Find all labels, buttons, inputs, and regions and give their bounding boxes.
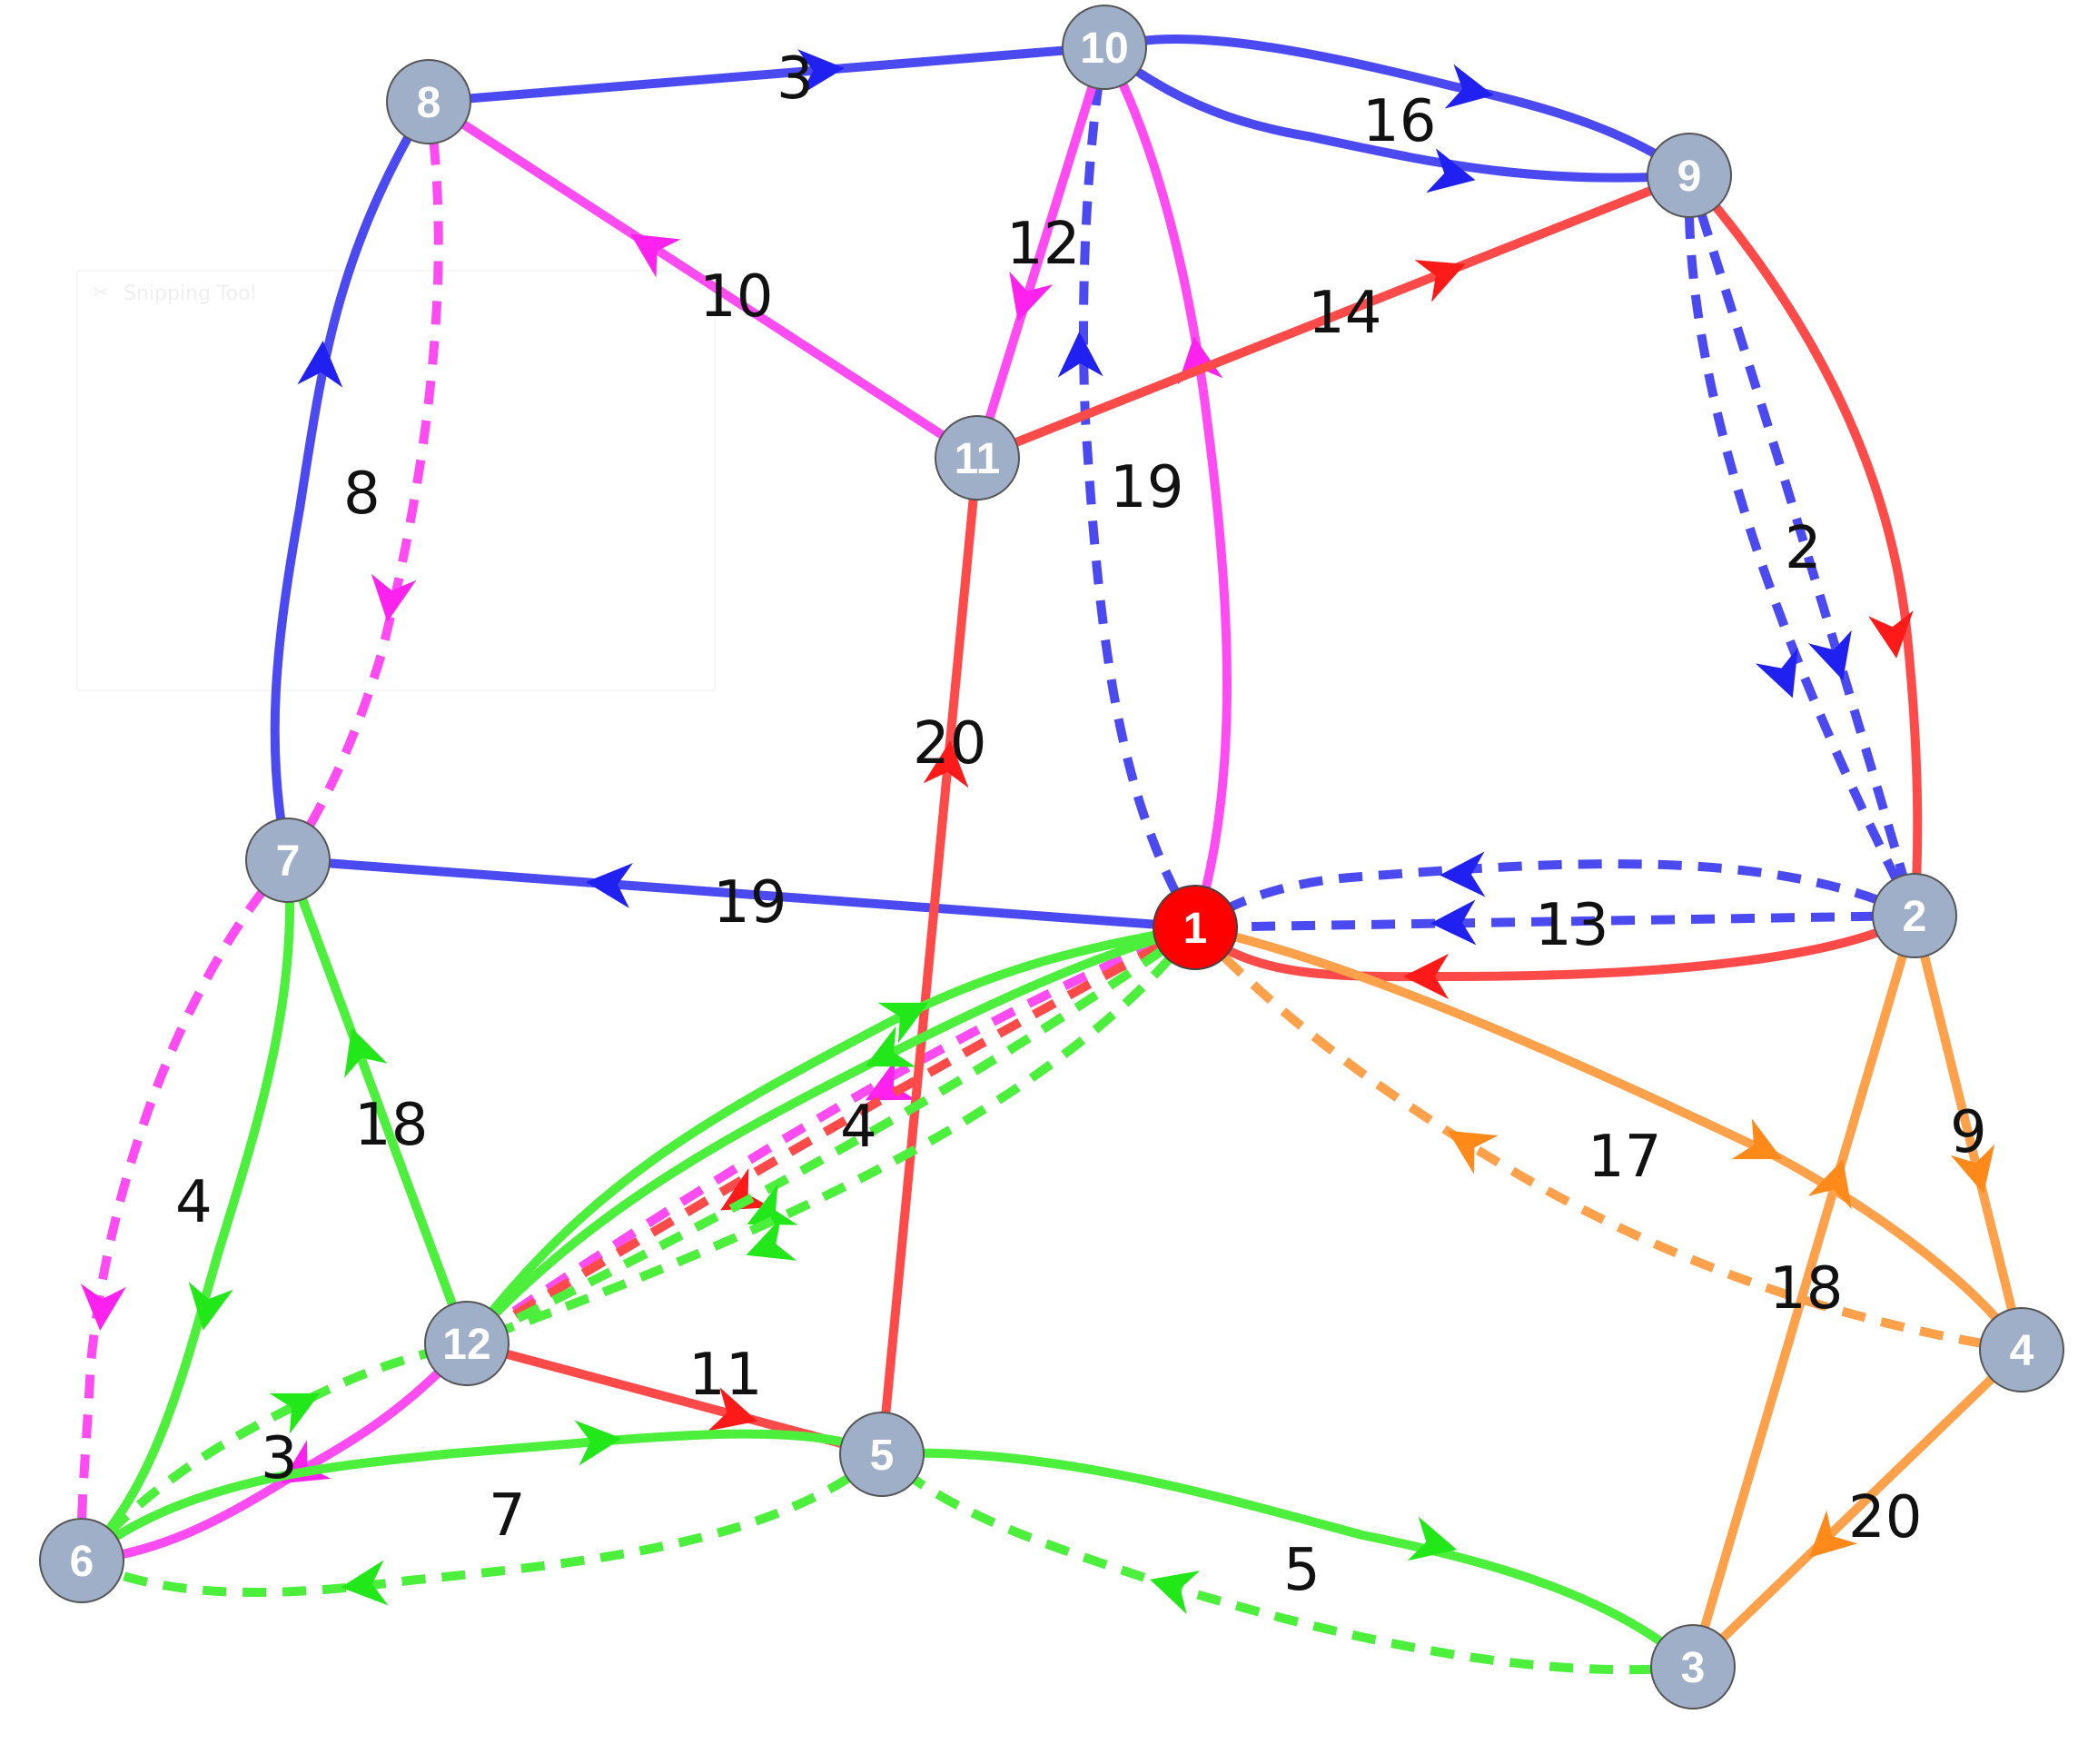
edge-label: 3 xyxy=(261,1425,298,1492)
edge-2-4 xyxy=(1910,914,2026,1352)
edge-label: 13 xyxy=(1535,892,1608,959)
edge-8-7-dashed xyxy=(283,101,443,863)
edge-label: 3 xyxy=(777,45,814,113)
edge-1-12-dashed-red xyxy=(464,923,1198,1348)
edge-label: 7 xyxy=(489,1482,526,1550)
edge-4-1-dashed xyxy=(1192,924,2023,1354)
node-12[interactable]: 12 xyxy=(424,1301,510,1386)
node-11-label: 11 xyxy=(955,435,1001,483)
edge-12-7 xyxy=(283,858,471,1345)
edge-label: 11 xyxy=(688,1342,762,1409)
node-1-label: 1 xyxy=(1183,905,1208,953)
node-4[interactable]: 4 xyxy=(1979,1307,2064,1392)
node-1[interactable]: 1 xyxy=(1153,885,1238,970)
edge-5-6-dashed xyxy=(79,1451,886,1597)
edge-9-2-dashed-a xyxy=(1684,174,1919,918)
edge-label: 14 xyxy=(1308,280,1381,347)
node-7-label: 7 xyxy=(276,837,301,886)
edge-label: 18 xyxy=(354,1092,428,1159)
edge-5-3 xyxy=(881,1448,1697,1670)
node-9[interactable]: 9 xyxy=(1647,133,1732,218)
edge-10-9-upper xyxy=(1103,35,1692,180)
edge-10-11 xyxy=(973,45,1109,460)
edge-8-10 xyxy=(428,43,1105,106)
edge-label: 5 xyxy=(1283,1537,1321,1604)
edge-label: 4 xyxy=(175,1169,213,1236)
edge-6-12-dashed xyxy=(78,1339,469,1564)
node-5-label: 5 xyxy=(870,1432,895,1480)
node-11[interactable]: 11 xyxy=(935,415,1020,500)
edge-7-6 xyxy=(78,859,295,1564)
edge-2-1-solid xyxy=(1192,911,1917,982)
edge-5-11 xyxy=(877,457,982,1455)
nodes: 1 2 3 4 5 6 7 8 xyxy=(39,5,2064,1709)
node-12-label: 12 xyxy=(442,1321,490,1369)
edge-label: 19 xyxy=(713,869,787,937)
edge-label: 17 xyxy=(1588,1124,1661,1191)
edge-label: 18 xyxy=(1769,1255,1843,1323)
node-3-label: 3 xyxy=(1681,1644,1706,1692)
edge-label: 9 xyxy=(1950,1099,1987,1166)
node-8-label: 8 xyxy=(417,79,441,127)
edge-9-2-solid xyxy=(1686,172,1923,917)
edge-10-9-lower xyxy=(1101,44,1690,183)
arrow-2-1-dashed-a xyxy=(1440,851,1486,897)
edge-11-9 xyxy=(975,171,1691,462)
edge-label: 2 xyxy=(1785,515,1822,582)
edge-label: 8 xyxy=(343,461,381,528)
edge-1-12-dashed-green-a xyxy=(464,923,1198,1348)
edge-7-6-dashed xyxy=(76,857,292,1561)
node-5[interactable]: 5 xyxy=(839,1412,925,1497)
edge-7-8 xyxy=(270,99,433,862)
edge-12-1-a xyxy=(463,923,1196,1347)
node-7[interactable]: 7 xyxy=(245,818,331,903)
edge-labels: 3 16 10 12 14 8 19 2 20 19 13 4 17 9 18 … xyxy=(175,45,1987,1604)
edge-11-8 xyxy=(426,97,980,462)
node-2-label: 2 xyxy=(1903,893,1927,941)
edge-9-2-dashed-b xyxy=(1685,173,1919,917)
edge-label: 16 xyxy=(1362,88,1436,155)
edge-1-10-dashed xyxy=(1078,46,1200,930)
node-10[interactable]: 10 xyxy=(1062,5,1147,90)
snipping-tool-overlay: ✂ Snipping Tool xyxy=(76,270,716,691)
edge-label: 12 xyxy=(1006,211,1080,278)
edge-label: 20 xyxy=(1848,1484,1922,1551)
node-2[interactable]: 2 xyxy=(1872,873,1957,958)
node-9-label: 9 xyxy=(1677,153,1702,201)
node-6[interactable]: 6 xyxy=(39,1518,124,1603)
edge-label: 4 xyxy=(840,1094,877,1161)
arrow-9-2-solid xyxy=(1868,610,1914,659)
edge-1-10-solid xyxy=(1100,45,1232,929)
arrow-9-2-dashed-a xyxy=(1755,647,1798,699)
edge-3-5-dashed xyxy=(878,1451,1694,1675)
edge-6-5 xyxy=(78,1429,885,1564)
snipping-tool-title: Snipping Tool xyxy=(124,282,256,305)
edge-1-12-dashed-green-b xyxy=(465,924,1199,1348)
node-6-label: 6 xyxy=(70,1538,94,1586)
node-3[interactable]: 3 xyxy=(1650,1624,1736,1709)
arrow-1-12-dashed-green-b xyxy=(746,1217,797,1261)
scissors-icon: ✂ xyxy=(93,282,110,304)
edge-1-4 xyxy=(1193,923,2026,1353)
edge-4-3 xyxy=(1689,1346,2025,1670)
node-8[interactable]: 8 xyxy=(386,59,471,144)
edge-3-2 xyxy=(1688,914,1919,1669)
node-10-label: 10 xyxy=(1080,25,1128,73)
node-4-label: 4 xyxy=(2010,1327,2034,1375)
edge-label: 10 xyxy=(699,263,773,331)
edge-2-1-dashed-b xyxy=(1194,911,1915,932)
edge-label: 19 xyxy=(1110,454,1183,521)
edge-1-7 xyxy=(287,856,1196,932)
edge-label: 20 xyxy=(913,710,986,778)
